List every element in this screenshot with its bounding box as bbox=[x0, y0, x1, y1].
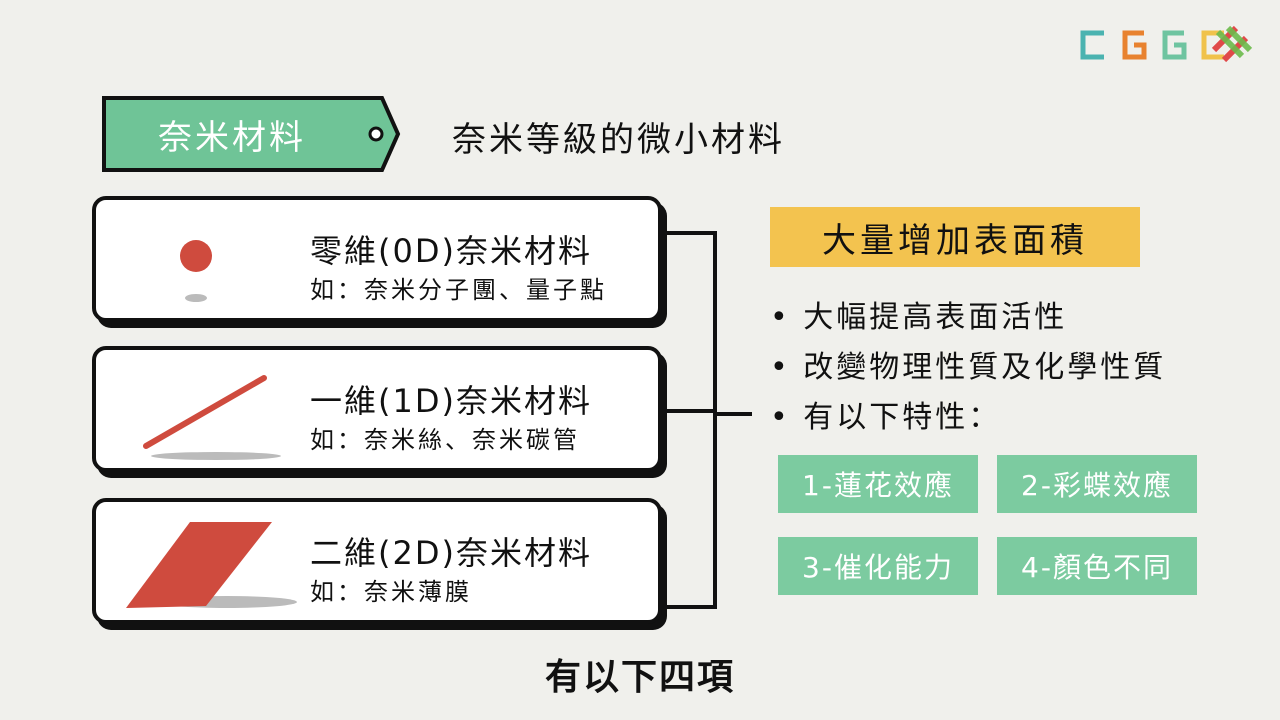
partner-logo-icon bbox=[1210, 24, 1254, 70]
bracket-connector bbox=[662, 231, 752, 609]
card-2d: 二維(2D)奈米材料 如：奈米薄膜 bbox=[92, 498, 662, 624]
cggc-logo bbox=[1080, 30, 1250, 64]
bullet-item: • 大幅提高表面活性 bbox=[770, 300, 1068, 335]
film-icon bbox=[126, 522, 297, 608]
card-1d: 一維(1D)奈米材料 如：奈米絲、奈米碳管 bbox=[92, 346, 662, 472]
wire-icon bbox=[143, 375, 281, 460]
bullet-item: • 有以下特性： bbox=[770, 400, 1002, 435]
effect-box: 1-蓮花效應 bbox=[778, 455, 978, 513]
card-example: 如：奈米分子團、量子點 bbox=[310, 276, 607, 304]
card-title: 零維(0D)奈米材料 bbox=[310, 232, 592, 270]
effect-box: 3-催化能力 bbox=[778, 537, 978, 595]
card-example: 如：奈米絲、奈米碳管 bbox=[310, 426, 580, 454]
dot-icon bbox=[180, 240, 212, 302]
card-title: 一維(1D)奈米材料 bbox=[310, 382, 592, 420]
subtitle-caption: 有以下四項 bbox=[544, 657, 735, 698]
topic-tag: 奈米材料 bbox=[102, 96, 362, 172]
bullet-item: • 改變物理性質及化學性質 bbox=[770, 350, 1167, 385]
tag-tip-icon bbox=[358, 96, 401, 172]
effect-box: 2-彩蝶效應 bbox=[997, 455, 1197, 513]
effect-box: 4-顏色不同 bbox=[997, 537, 1197, 595]
topic-subtitle: 奈米等級的微小材料 bbox=[452, 120, 785, 160]
highlight-box: 大量增加表面積 bbox=[770, 207, 1140, 267]
card-example: 如：奈米薄膜 bbox=[310, 578, 472, 606]
card-0d: 零維(0D)奈米材料 如：奈米分子團、量子點 bbox=[92, 196, 662, 322]
tag-label: 奈米材料 bbox=[158, 117, 306, 158]
card-title: 二維(2D)奈米材料 bbox=[310, 534, 592, 572]
